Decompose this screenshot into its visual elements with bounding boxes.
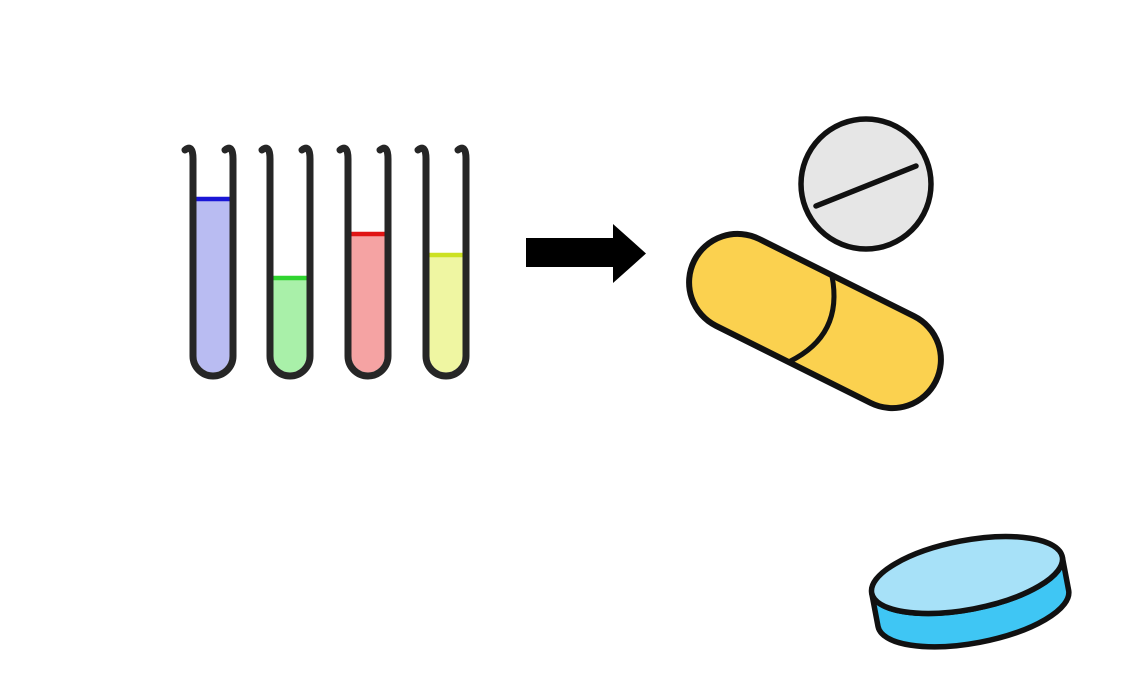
test-tube-red <box>336 144 392 380</box>
test-tube-yellow <box>414 144 470 380</box>
test-tube-blue <box>181 144 237 380</box>
disc-tablet <box>868 533 1072 650</box>
test-tube-outline <box>258 144 314 380</box>
liquid-bottom-yellow <box>429 345 463 373</box>
pills-group <box>686 116 1072 650</box>
liquid-bottom-red <box>351 345 385 373</box>
arrow-group <box>526 224 646 283</box>
liquid-body-red <box>351 234 385 347</box>
round-tablet <box>798 116 934 252</box>
test-tube-outline <box>414 144 470 380</box>
capsule <box>686 230 944 412</box>
capsule-body <box>686 230 944 412</box>
liquid-bottom-blue <box>196 345 230 373</box>
liquid-body-yellow <box>429 255 463 347</box>
test-tubes-group <box>181 144 470 380</box>
liquid-bottom-green <box>273 345 307 373</box>
test-tube-outline <box>336 144 392 380</box>
disc-tablet-top-face <box>868 533 1066 617</box>
tablet-score-line <box>813 163 919 209</box>
capsule-seam-line <box>788 275 837 364</box>
test-tube-green <box>258 144 314 380</box>
right-arrow-icon <box>526 224 646 283</box>
test-tube-outline <box>181 144 237 380</box>
liquid-body-blue <box>196 199 230 347</box>
liquid-body-green <box>273 278 307 347</box>
